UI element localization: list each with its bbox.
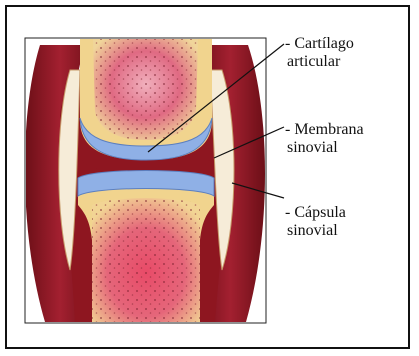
membrane-label-line2: sinovial — [287, 139, 338, 157]
membrane-label-line1: - Membrana — [285, 121, 364, 139]
cartilage-label-line2: articular — [287, 53, 340, 71]
cartilage-label-line1: - Cartílago — [285, 35, 354, 53]
capsule-label-line1: - Cápsula — [285, 204, 346, 222]
capsule-label-line2: sinovial — [287, 222, 338, 240]
